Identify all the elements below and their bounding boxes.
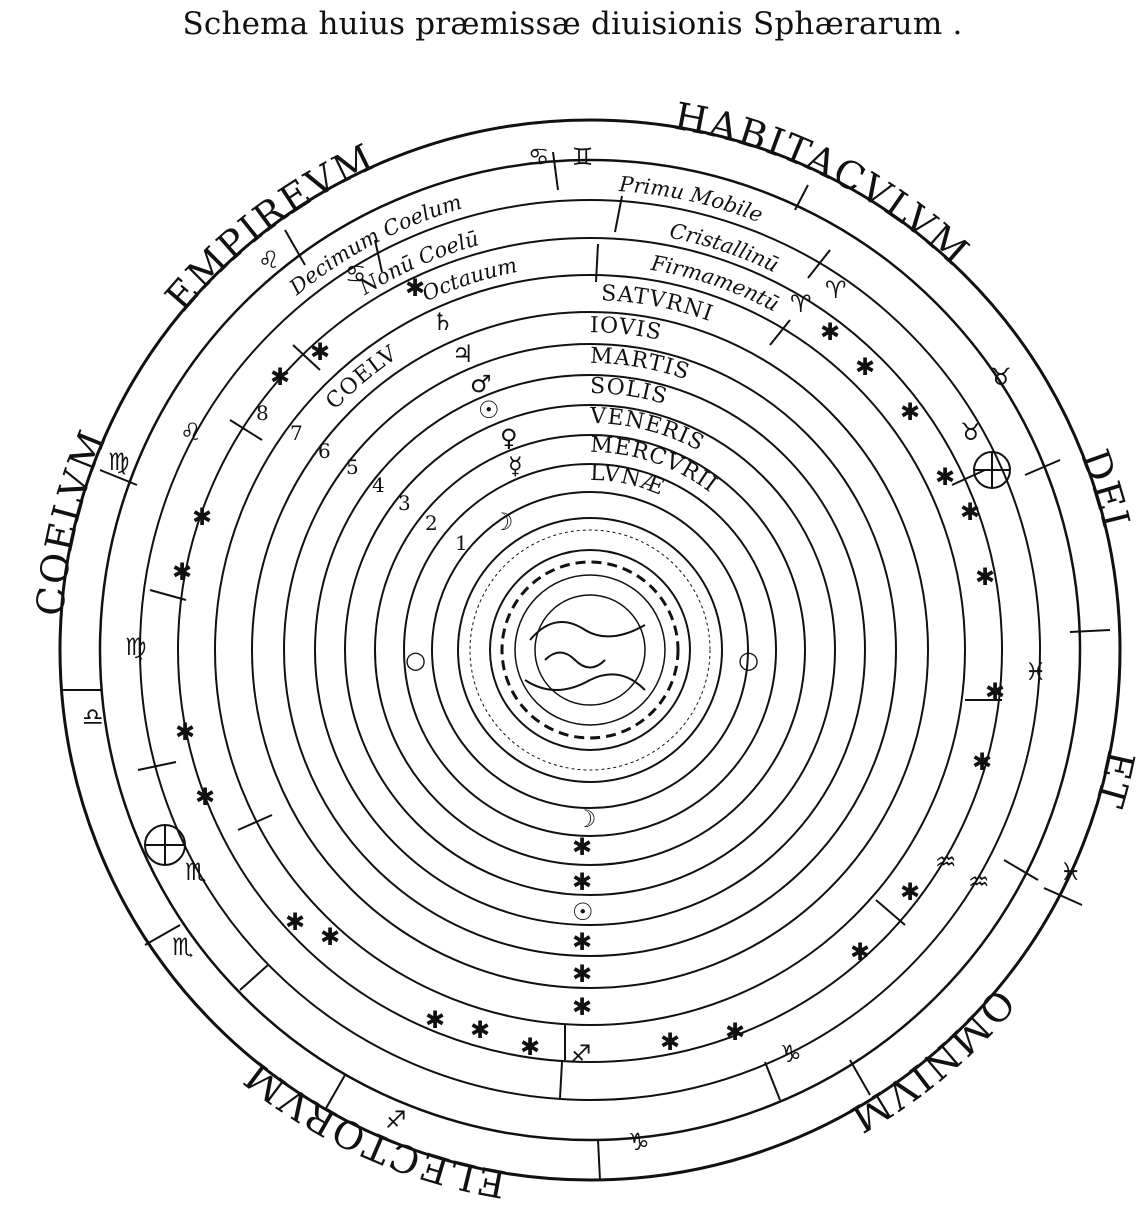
concentric-rings	[58, 118, 1122, 1182]
taurus-icon: ♉	[990, 363, 1012, 391]
band-primum-mobile: Primu Mobile	[617, 172, 766, 227]
leo-icon: ♌	[258, 246, 280, 274]
libra-icon: ♎	[82, 703, 104, 731]
mercury-icon: ☿	[508, 452, 523, 480]
outer-inscription-electorum: ELECTORVM	[235, 1052, 509, 1206]
taurus-icon: ♉	[960, 418, 982, 446]
star-icon: ✱	[960, 498, 980, 526]
outer-word-et: ET	[1086, 747, 1143, 814]
cancer-icon: ♋	[345, 260, 367, 288]
star-icon: ✱	[572, 928, 592, 956]
outer-word-electorum: ELECTORVM	[235, 1052, 509, 1206]
outer-word-omnium: OMNIVM	[842, 981, 1023, 1142]
star-icon: ✱	[425, 1006, 445, 1034]
star-icon: ✱	[195, 783, 215, 811]
orbit-number-7: 7	[290, 421, 303, 445]
star-icon: ✱	[270, 363, 290, 391]
outer-word-empireum: EMPIREVM	[157, 135, 380, 320]
star-icon: ✱	[520, 1033, 540, 1061]
star-icon: ✱	[405, 274, 425, 302]
virgo-icon: ♍	[108, 448, 130, 476]
wheel-symbols	[144, 451, 1011, 866]
orbit-number-1: 1	[455, 531, 468, 555]
moon-icon: ☽	[492, 508, 514, 536]
sagittarius-icon: ♐	[570, 1040, 592, 1068]
saturn-icon: ♄	[432, 308, 454, 336]
scorpio-icon: ♏	[172, 933, 194, 961]
orbit-number-3: 3	[398, 491, 411, 515]
virgo-icon: ♍	[125, 633, 147, 661]
moon-icon: ○	[405, 646, 426, 674]
scorpio-icon: ♏	[185, 858, 207, 886]
zodiac-signs: ♈ ♉ ♊ ♋ ♌ ♍ ♎ ♏ ♐ ♑ ♒ ♓ ♈ ♉ ♋ ♌ ♍ ♏ ♐ ♑ …	[82, 143, 1082, 1156]
star-icon: ✱	[975, 563, 995, 591]
label-primum-mobile: Primu Mobile	[617, 172, 766, 227]
outer-inscription-omnium: OMNIVM	[842, 981, 1023, 1142]
moon-icon: ☽	[575, 805, 597, 833]
gemini-icon: ♊	[572, 143, 594, 171]
aquarius-icon: ♒	[968, 868, 990, 896]
venus-icon: ♀	[500, 424, 518, 452]
star-icon: ✱	[175, 718, 195, 746]
orbit-number-2: 2	[425, 511, 438, 535]
sun-icon: ☉	[478, 396, 500, 424]
diagram-caption: Schema huius præmissæ diuisionis Sphærar…	[182, 6, 963, 42]
jupiter-icon: ♃	[452, 340, 474, 368]
star-icon: ✱	[855, 353, 875, 381]
mars-icon: ♂	[470, 370, 492, 398]
pisces-icon: ♓	[1060, 858, 1082, 886]
capricorn-icon: ♑	[628, 1128, 650, 1156]
orbit-numerals: 1 2 3 4 5 6 7 8	[256, 401, 468, 555]
planet-symbols: ♄ ♃ ♂ ☉ ♀ ☿ ☽ ✱	[405, 274, 523, 536]
outer-word-coelum: COELVM	[28, 423, 113, 618]
star-icon: ✱	[660, 1028, 680, 1056]
star-icon: ✱	[985, 678, 1005, 706]
star-icon: ✱	[320, 923, 340, 951]
star-icon: ✱	[935, 463, 955, 491]
star-icon: ✱	[572, 960, 592, 988]
star-icon: ✱	[572, 833, 592, 861]
star-icon: ✱	[310, 338, 330, 366]
orbit-number-6: 6	[318, 439, 331, 463]
star-icon: ✱	[725, 1018, 745, 1046]
stars: ✱ ✱ ✱ ✱ ✱ ✱ ✱ ✱ ✱ ✱ ✱ ✱ ✱ ✱ ✱ ✱ ✱ ✱ ✱ ✱ …	[172, 318, 1005, 1061]
star-icon: ✱	[572, 868, 592, 896]
star-icon: ✱	[820, 318, 840, 346]
earth-symbol-icon	[973, 451, 1011, 489]
star-icon: ✱	[285, 908, 305, 936]
orbit-number-4: 4	[372, 473, 385, 497]
outer-inscription-et: ET	[1086, 747, 1143, 814]
capricorn-icon: ♑	[780, 1040, 802, 1068]
aquarius-icon: ♒	[935, 848, 957, 876]
aries-icon: ♈	[790, 290, 812, 318]
sagittarius-icon: ♐	[385, 1106, 407, 1134]
sun-icon: ☉	[572, 898, 594, 926]
orbit-number-5: 5	[346, 455, 359, 479]
pisces-icon: ♓	[1025, 658, 1047, 686]
cancer-icon: ♋	[528, 143, 550, 171]
star-icon: ✱	[850, 938, 870, 966]
aries-icon: ♈	[825, 276, 847, 304]
star-icon: ✱	[572, 993, 592, 1021]
orbit-number-8: 8	[256, 401, 269, 425]
outer-inscription-coelum: COELVM	[28, 423, 115, 618]
leo-icon: ♌	[180, 418, 202, 446]
outer-inscription-dei: DEI	[1073, 444, 1139, 534]
star-icon: ✱	[900, 878, 920, 906]
outer-word-dei: DEI	[1073, 444, 1137, 534]
star-icon: ✱	[192, 503, 212, 531]
earth-center	[469, 529, 711, 771]
outer-inscription-top: EMPIREVM	[157, 135, 382, 320]
band-dividers	[62, 151, 1111, 1181]
star-icon: ✱	[172, 558, 192, 586]
moon-icon: ○	[738, 646, 759, 674]
star-icon: ✱	[470, 1016, 490, 1044]
star-icon: ✱	[900, 398, 920, 426]
earth-symbol-icon	[144, 824, 186, 866]
star-icon: ✱	[972, 748, 992, 776]
